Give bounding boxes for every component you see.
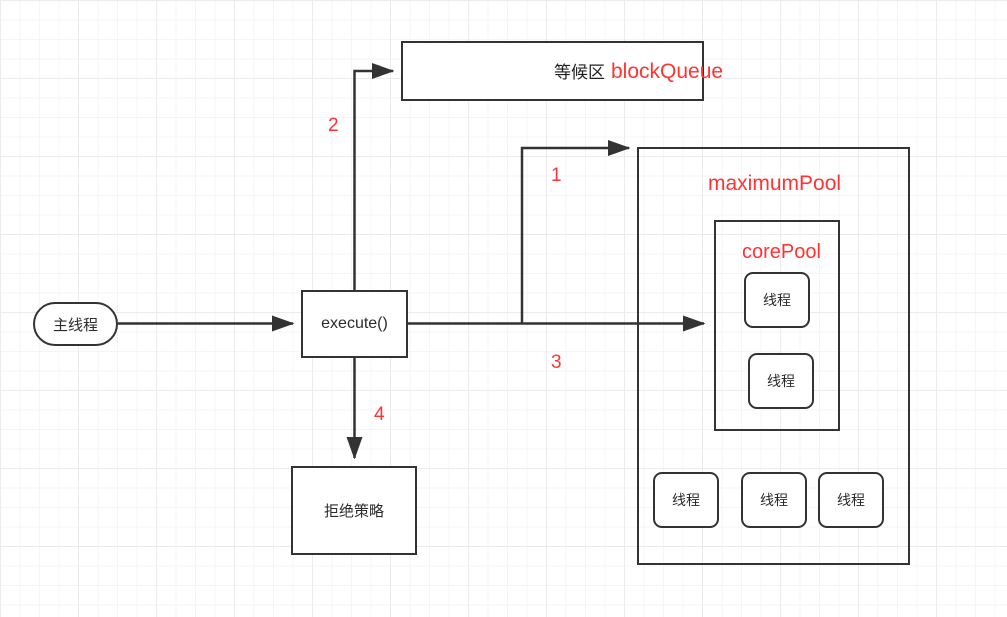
edge-label-2: 2 [328,115,339,136]
extra-thread-box[interactable]: 线程 [741,472,807,528]
node-block-queue[interactable]: 等候区 blockQueue [401,41,723,101]
node-maximum-pool[interactable]: maximumPool corePool 线程 线程 线程 线程 线程 [637,147,910,565]
core-pool-title: corePool [742,241,821,263]
block-queue-label-en: blockQueue [611,60,724,83]
core-thread-box[interactable]: 线程 [744,272,810,328]
core-thread-box[interactable]: 线程 [748,353,814,409]
node-execute[interactable]: execute() [301,290,408,358]
edge-label-4: 4 [374,404,385,425]
core-thread-label: 线程 [763,292,791,308]
edge-label-1: 1 [551,165,562,186]
edge-label-3: 3 [551,352,562,373]
node-reject-policy[interactable]: 拒绝策略 [291,466,417,555]
edge-execute-to-blockqueue [353,62,395,290]
node-core-pool[interactable]: corePool 线程 线程 [714,220,840,431]
maximum-pool-title: maximumPool [708,172,842,195]
extra-thread-label: 线程 [837,492,865,508]
reject-policy-label: 拒绝策略 [323,503,384,520]
core-thread-label: 线程 [767,373,795,389]
block-queue-label-cn: 等候区 [554,63,605,82]
edge-execute-to-maximumpool [520,139,631,324]
node-main-thread[interactable]: 主线程 [33,302,118,346]
extra-thread-label: 线程 [672,492,700,508]
extra-thread-box[interactable]: 线程 [653,472,719,528]
main-thread-label: 主线程 [52,316,98,334]
extra-thread-label: 线程 [760,492,788,508]
extra-thread-box[interactable]: 线程 [818,472,884,528]
execute-label: execute() [321,315,388,332]
